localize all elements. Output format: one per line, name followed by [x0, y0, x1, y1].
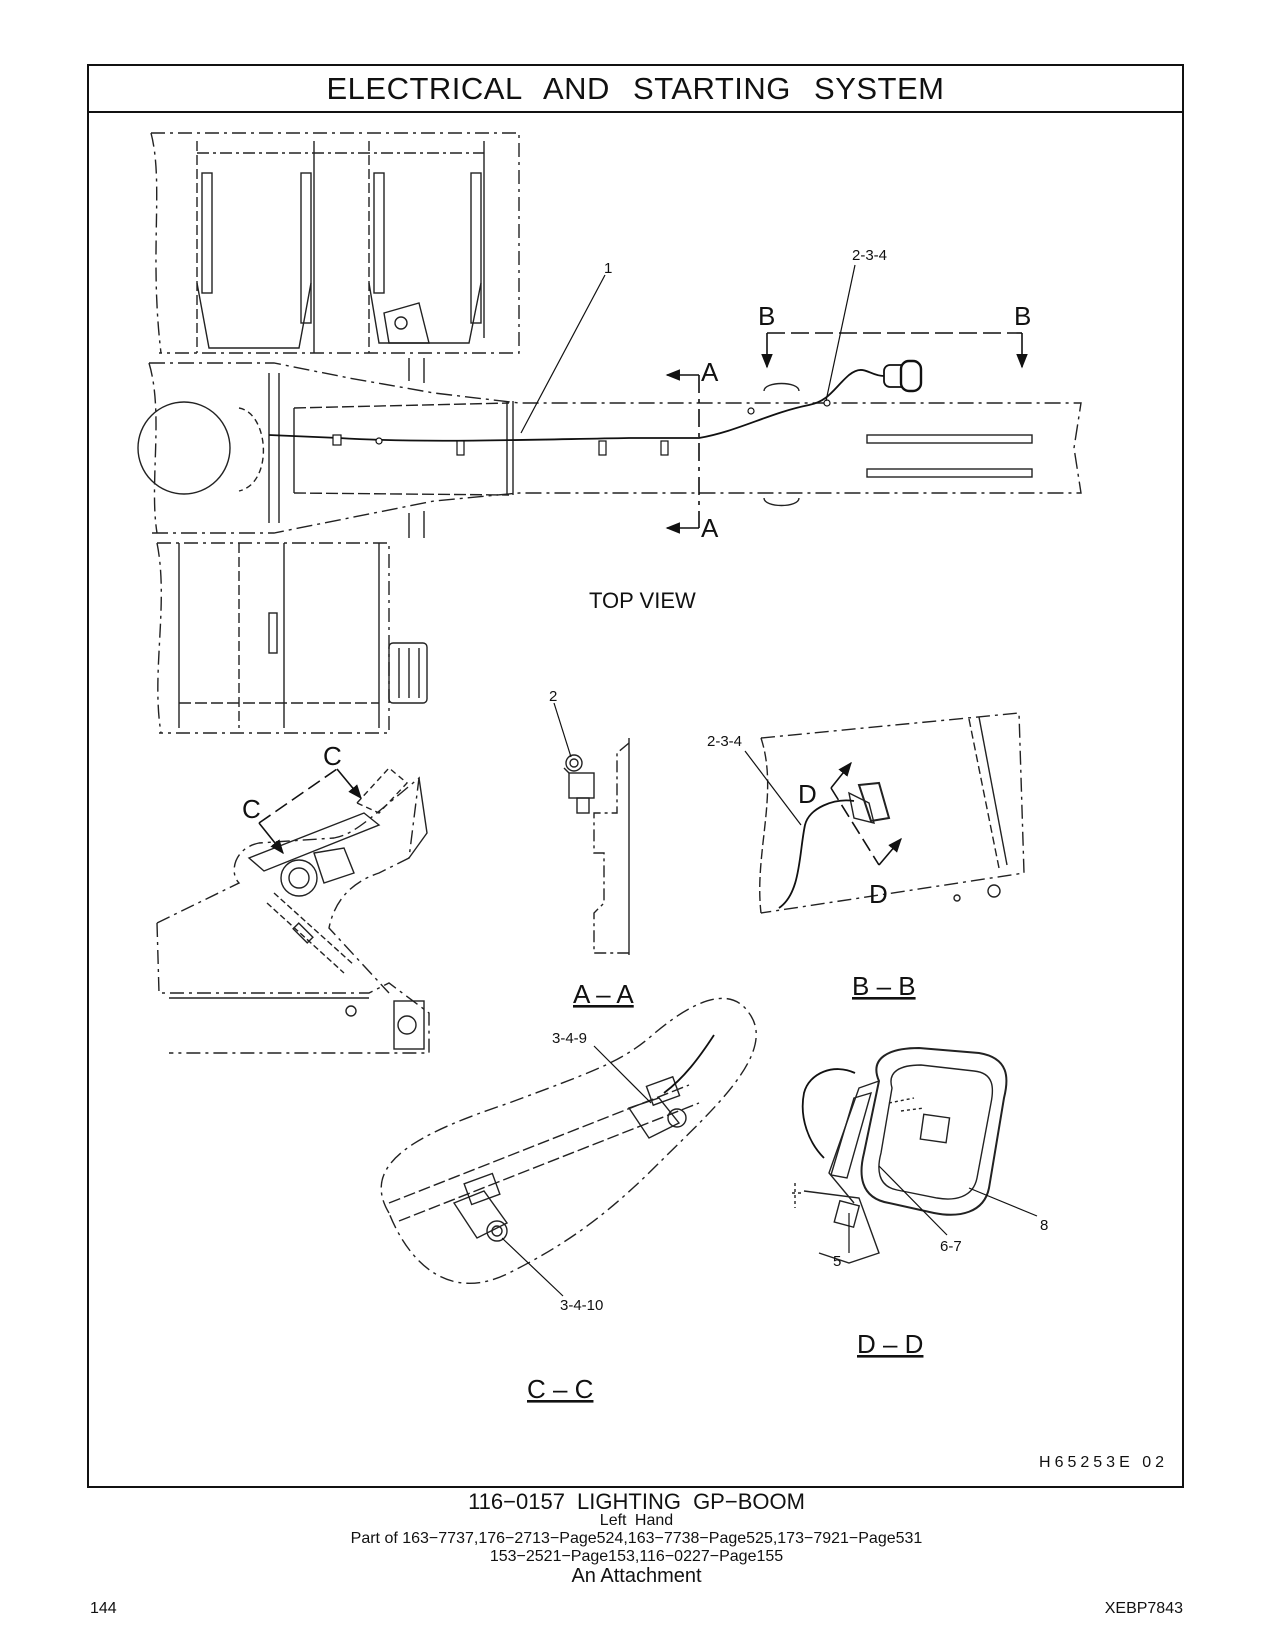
top-view-label: TOP VIEW	[589, 588, 696, 613]
drawing-frame: ELECTRICAL AND STARTING SYSTEM	[87, 64, 1184, 1488]
caption-side: Left Hand	[599, 1512, 674, 1529]
section-marker-c-bottom: C	[242, 794, 261, 824]
wiring-harness	[268, 359, 923, 442]
section-marker-a-bottom: A	[701, 513, 719, 543]
section-marker-a-top: A	[701, 357, 719, 387]
section-cc-title: C – C	[527, 1374, 593, 1404]
section-line-b	[761, 332, 1028, 369]
harness-clips	[332, 399, 831, 456]
document-id: XEBP7843	[1104, 1600, 1183, 1617]
boom-arm-drawing	[156, 767, 430, 1054]
page-number: 144	[90, 1600, 117, 1617]
leader-3-4-10	[501, 1237, 564, 1297]
caption-title: 116−0157 LIGHTING GP−BOOM	[468, 1489, 805, 1514]
section-line-d	[830, 761, 902, 866]
top-view-leaders	[520, 264, 856, 434]
callout-3-4-9: 3-4-9	[552, 1030, 587, 1047]
callout-2-3-4-top: 2-3-4	[852, 247, 887, 264]
top-view-drawing	[137, 132, 1082, 734]
callout-3-4-10: 3-4-10	[560, 1297, 603, 1314]
section-marker-c-top: C	[323, 741, 342, 771]
section-line-a	[665, 369, 700, 534]
section-aa-drawing	[563, 738, 630, 955]
leader-6-7	[878, 1165, 948, 1236]
leader-8	[968, 1187, 1038, 1217]
callout-1: 1	[604, 260, 612, 277]
section-cc-drawing	[380, 997, 757, 1284]
section-marker-b-right: B	[1014, 301, 1031, 331]
section-bb-drawing	[759, 712, 1025, 914]
section-marker-b-left: B	[758, 301, 775, 331]
section-dd-title: D – D	[857, 1329, 923, 1359]
callout-8: 8	[1040, 1217, 1048, 1234]
page-title: ELECTRICAL AND STARTING SYSTEM	[326, 70, 945, 106]
title-bar: ELECTRICAL AND STARTING SYSTEM	[89, 66, 1182, 113]
section-aa-title: A – A	[573, 979, 634, 1009]
section-line-c	[258, 768, 362, 855]
section-marker-d-bottom: D	[869, 879, 888, 909]
callout-2-3-4-bb: 2-3-4	[707, 733, 742, 750]
callout-5: 5	[833, 1253, 841, 1270]
drawing-code: H65253E 02	[1039, 1454, 1168, 1471]
section-bb-title: B – B	[852, 971, 916, 1001]
caption-attachment: An Attachment	[571, 1565, 702, 1587]
caption-part-of-2: 153−2521−Page153,116−0227−Page155	[489, 1548, 784, 1565]
caption-part-of-1: Part of 163−7737,176−2713−Page524,163−77…	[350, 1530, 923, 1547]
callout-2: 2	[549, 688, 557, 705]
section-dd-drawing	[789, 1046, 1008, 1264]
section-marker-d-top: D	[798, 779, 817, 809]
parts-diagram: A A B B 1 2-3-4 TOP VIEW	[89, 113, 1182, 1486]
callout-6-7: 6-7	[940, 1238, 962, 1255]
leader-2	[553, 702, 572, 758]
leader-2-3-4-bb	[744, 750, 802, 826]
leader-3-4-9	[593, 1045, 652, 1104]
